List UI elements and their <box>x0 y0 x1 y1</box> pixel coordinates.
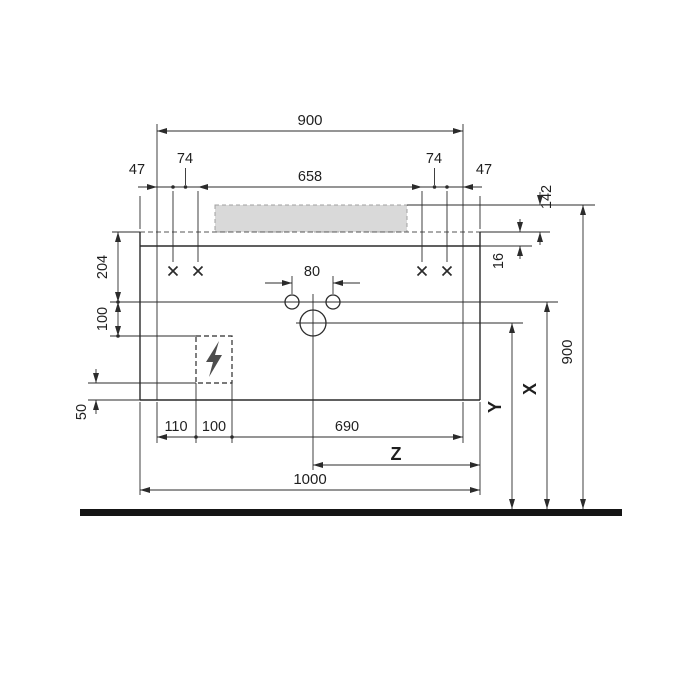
dim-console-detail: 142 16 <box>407 185 595 269</box>
chain-dot <box>445 185 449 189</box>
dim-label: 658 <box>298 169 322 185</box>
chain-dot <box>230 435 234 439</box>
dim-tap-spacing: 80 <box>265 264 360 294</box>
centerlines <box>110 294 558 470</box>
fixing-point-marker <box>167 265 179 277</box>
dim-label: 50 <box>74 404 90 420</box>
floor-bar <box>80 509 622 516</box>
dim-total-height: 900 <box>559 205 586 509</box>
dim-top-chain: 47 74 658 74 47 <box>129 151 492 229</box>
floor-line <box>80 509 622 516</box>
dim-label: Y <box>485 401 505 413</box>
dim-left-chain: 204 100 <box>95 231 196 338</box>
electrical-box <box>195 335 233 384</box>
dim-label: 1000 <box>293 471 326 488</box>
dim-label: 204 <box>95 255 111 279</box>
chain-dot <box>171 185 175 189</box>
dim-label: 110 <box>164 419 187 435</box>
chain-dot <box>116 300 120 304</box>
fixing-point-marker <box>416 265 428 277</box>
chain-dot <box>194 435 198 439</box>
dim-label: 690 <box>335 419 359 435</box>
dim-box-to-bottom: 50 <box>74 369 196 420</box>
chain-dot <box>432 185 437 189</box>
dim-label: 100 <box>95 307 111 331</box>
dim-label: 47 <box>476 162 492 178</box>
dim-var-y: Y <box>485 323 515 509</box>
vanity-cabinet <box>139 232 481 401</box>
lightning-bolt-icon <box>206 341 222 377</box>
dim-label: Z <box>391 444 402 464</box>
fixing-point-marker <box>192 265 204 277</box>
dim-label: 100 <box>202 419 226 435</box>
dim-label: 80 <box>304 264 320 280</box>
dim-label: X <box>520 383 540 395</box>
dim-label: 74 <box>177 151 193 167</box>
fixing-point-marker <box>441 265 453 277</box>
console-panel <box>140 204 480 247</box>
dim-label: 900 <box>559 339 576 364</box>
chain-dot <box>183 185 188 189</box>
dim-label: 16 <box>491 253 507 269</box>
chain-dot <box>116 334 120 338</box>
dim-console-width: 1000 <box>139 402 481 495</box>
dim-bottom-chain: 110 100 690 <box>156 383 464 443</box>
dim-label: 142 <box>539 185 555 209</box>
console-cutout-area <box>214 204 408 233</box>
dim-label: 900 <box>297 112 322 129</box>
dim-var-x: X <box>520 302 550 509</box>
fixing-points <box>167 191 453 277</box>
dim-label: 74 <box>426 151 442 167</box>
dim-var-z: Z <box>313 444 480 468</box>
dim-label: 47 <box>129 162 145 178</box>
